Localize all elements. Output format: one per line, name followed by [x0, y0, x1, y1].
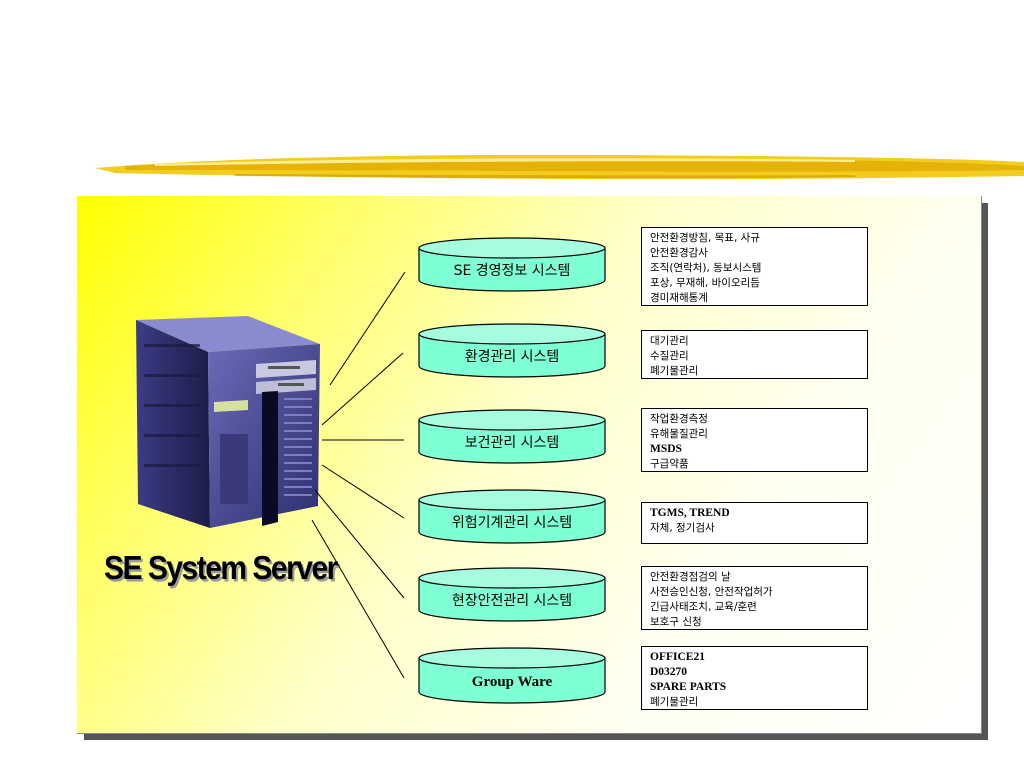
system-label-se-management: SE 경영정보 시스템 — [453, 263, 571, 279]
detail-line: 안전환경점검의 날 — [650, 571, 731, 583]
cylinder-field-safety — [418, 567, 606, 622]
detail-line: 조직(연락처), 동보시스템 — [650, 262, 762, 274]
server-tower-icon — [136, 316, 320, 528]
brush-stroke-divider — [95, 154, 1024, 180]
connector-line-1 — [329, 271, 406, 386]
system-label-groupware: Group Ware — [471, 674, 553, 690]
detail-line: 폐기물관리 — [650, 365, 699, 377]
cylinder-se-management — [418, 237, 606, 292]
detail-line: 대기관리 — [650, 335, 689, 347]
cylinder-hazard-machine — [418, 489, 606, 544]
detail-line: 구급약품 — [650, 458, 689, 470]
cylinder-health — [418, 409, 606, 464]
detail-line: TGMS, TREND — [650, 507, 730, 519]
detail-line: D03270 — [650, 666, 688, 678]
connector-line-5 — [314, 489, 405, 599]
detail-box-field-safety: 안전환경점검의 날 사전승인신청, 안전작업허가 긴급사태조치, 교육/훈련 보… — [641, 566, 868, 630]
detail-line: 경미재해통계 — [650, 292, 708, 304]
detail-line: 안전환경방침, 목표, 사규 — [650, 232, 760, 244]
connector-line-4 — [321, 464, 405, 519]
detail-line: 폐기물관리 — [650, 696, 699, 708]
system-label-health: 보건관리 시스템 — [464, 435, 560, 451]
cylinder-groupware — [418, 647, 606, 704]
detail-line: MSDS — [650, 443, 682, 455]
detail-line: 수질관리 — [650, 350, 689, 362]
system-label-field-safety: 현장안전관리 시스템 — [451, 593, 573, 609]
detail-line: 작업환경측정 — [650, 413, 708, 425]
detail-line: 자체, 정기검사 — [650, 522, 715, 534]
detail-line: OFFICE21 — [650, 651, 705, 663]
connector-line-6 — [311, 519, 405, 679]
detail-box-groupware: OFFICE21 D03270 SPARE PARTS 폐기물관리 — [641, 646, 868, 710]
system-label-hazard-machine: 위험기계관리 시스템 — [451, 515, 573, 531]
connector-line-2 — [321, 352, 404, 426]
detail-line: 긴급사태조치, 교육/훈련 — [650, 601, 757, 613]
detail-box-environment: 대기관리 수질관리 폐기물관리 — [641, 330, 868, 379]
detail-line: 포상, 무재해, 바이오리듬 — [650, 277, 760, 289]
detail-line: 사전승인신청, 안전작업허가 — [650, 586, 773, 598]
server-title: SE System Server — [104, 550, 338, 587]
detail-line: 유해물질관리 — [650, 428, 708, 440]
detail-line: 안전환경감사 — [650, 247, 708, 259]
detail-line: 보호구 신청 — [650, 616, 702, 628]
system-label-environment: 환경관리 시스템 — [464, 349, 560, 365]
detail-box-se-management: 안전환경방침, 목표, 사규 안전환경감사 조직(연락처), 동보시스템 포상,… — [641, 227, 868, 306]
cylinder-environment — [418, 323, 606, 378]
detail-line: SPARE PARTS — [650, 681, 727, 693]
detail-box-health: 작업환경측정 유해물질관리 MSDS 구급약품 — [641, 408, 868, 472]
detail-box-hazard-machine: TGMS, TREND 자체, 정기검사 — [641, 502, 868, 544]
